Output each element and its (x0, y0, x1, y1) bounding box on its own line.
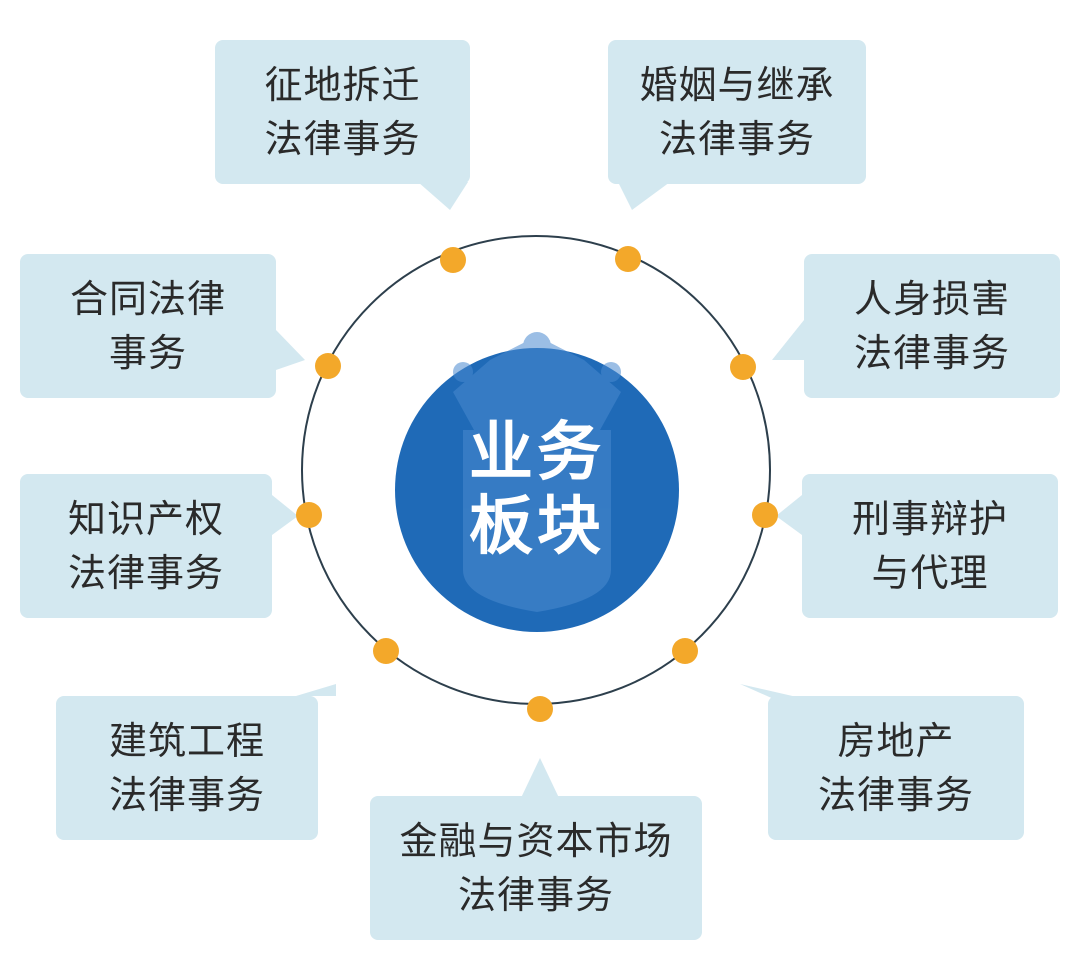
bubble-tail-ip (272, 495, 298, 535)
bubble-line: 合同法律 (69, 277, 226, 321)
bubble-line: 金融与资本市场 (399, 819, 673, 863)
bubble-marriage-inheritance: 婚姻与继承 法律事务 (608, 40, 866, 184)
bubble-finance-capital-markets: 金融与资本市场 法律事务 (370, 796, 702, 940)
ring-dot (730, 354, 756, 380)
bubble-line: 事务 (108, 331, 187, 375)
ring-dots (296, 246, 778, 722)
bubble-criminal-defense: 刑事辩护 与代理 (802, 474, 1058, 618)
bubble-land-requisition: 征地拆迁 法律事务 (215, 40, 470, 184)
bubble-line: 知识产权 (67, 497, 224, 541)
bubble-tail-construction (296, 684, 336, 696)
ring-dot (315, 353, 341, 379)
bubble-tail-finance (520, 758, 560, 800)
ring-dot (615, 246, 641, 272)
bubble-line: 法律事务 (108, 773, 265, 817)
crown-shield-icon (453, 332, 621, 612)
ring-dot (440, 247, 466, 273)
bubble-real-estate: 房地产 法律事务 (768, 696, 1024, 840)
bubble-tail-injury (772, 320, 804, 360)
bubble-line: 婚姻与继承 (639, 63, 835, 107)
ring-dot (296, 502, 322, 528)
bubble-line: 法律事务 (853, 331, 1010, 375)
bubble-line: 法律事务 (658, 117, 815, 161)
center-label: 业务 板块 (437, 400, 637, 580)
bubble-line: 征地拆迁 (264, 63, 421, 107)
bubble-personal-injury: 人身损害 法律事务 (804, 254, 1060, 398)
bubble-line: 与代理 (871, 551, 989, 595)
bubble-line: 刑事辩护 (851, 497, 1008, 541)
ring-dot (752, 502, 778, 528)
bubble-tail-marriage (618, 182, 670, 210)
bubble-line: 人身损害 (853, 277, 1010, 321)
bubble-intellectual-property: 知识产权 法律事务 (20, 474, 272, 618)
bubble-line: 法律事务 (67, 551, 224, 595)
bubble-tail-land (418, 182, 468, 210)
bubble-line: 建筑工程 (108, 719, 265, 763)
bubble-contract: 合同法律 事务 (20, 254, 276, 398)
center-label-line2: 板块 (469, 490, 605, 564)
bubble-construction: 建筑工程 法律事务 (56, 696, 318, 840)
ring-dot (672, 638, 698, 664)
bubble-line: 法律事务 (457, 873, 614, 917)
center-emblem (395, 332, 679, 632)
ring-dot (373, 638, 399, 664)
bubble-tail-criminal (776, 495, 802, 535)
ring-dot (527, 696, 553, 722)
bubble-line: 法律事务 (264, 117, 421, 161)
bubble-line: 房地产 (837, 719, 955, 763)
bubble-tail-contract (276, 330, 305, 370)
bubble-line: 法律事务 (817, 773, 974, 817)
center-label-line1: 业务 (469, 416, 605, 490)
